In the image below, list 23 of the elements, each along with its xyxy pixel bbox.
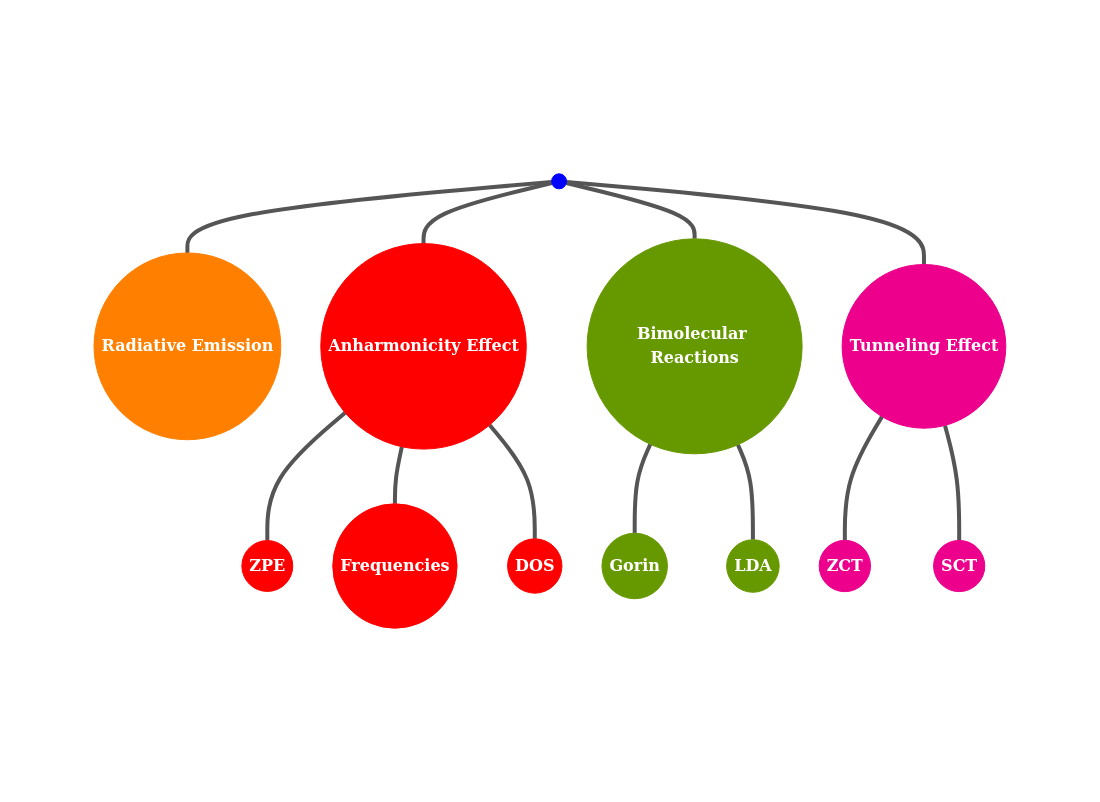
node-circle: Frequencies — [332, 503, 458, 629]
node-circle: Bimolecular Reactions — [586, 238, 803, 455]
connector — [393, 446, 404, 504]
connector — [632, 443, 653, 534]
node-circle: Radiative Emission — [93, 252, 282, 441]
node-circle: SCT — [933, 539, 986, 593]
connector — [566, 180, 927, 265]
connector — [943, 424, 962, 541]
node-circle: Anharmonicity Effect — [320, 243, 527, 450]
connector — [265, 411, 347, 541]
connector — [185, 180, 552, 253]
node-circle: LDA — [726, 539, 780, 593]
connector — [488, 423, 537, 539]
node-circle: ZPE — [241, 540, 294, 592]
node-circle: ZCT — [818, 539, 872, 593]
connector — [566, 181, 697, 239]
node-circle: Tunneling Effect — [841, 264, 1007, 429]
connector — [842, 415, 884, 541]
node-circle — [551, 173, 568, 190]
connector — [736, 443, 755, 540]
node-circle: Gorin — [601, 532, 669, 600]
connector — [421, 181, 553, 244]
node-circle: DOS — [507, 538, 563, 594]
